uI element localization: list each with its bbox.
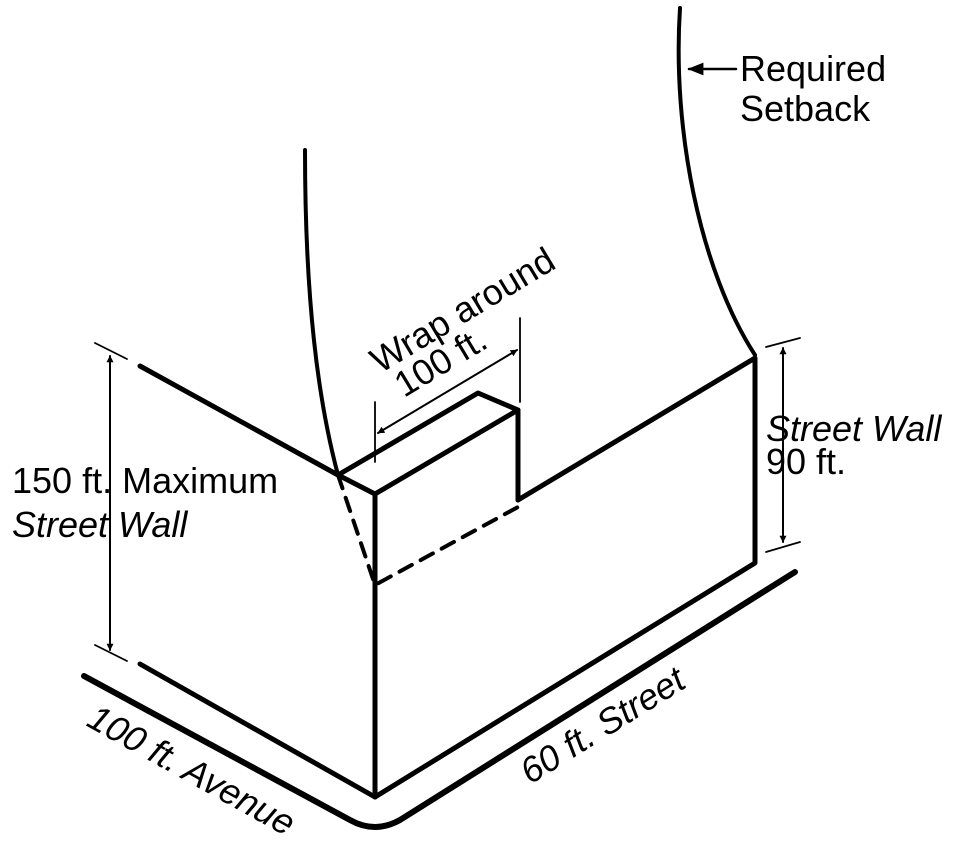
street-wall-right-height: 90 ft. xyxy=(766,441,846,482)
street-label: 60 ft. Street xyxy=(513,657,694,791)
avenue-wall-top xyxy=(137,363,341,478)
street-wall-body xyxy=(372,355,758,800)
max-street-wall-label-line1: 150 ft. Maximum xyxy=(12,460,278,501)
street-wall-right-label: Street Wall xyxy=(766,408,942,449)
max-street-wall-label-line2: Street Wall xyxy=(12,504,188,545)
required-setback-label-line1: Required xyxy=(740,48,886,89)
curb-line xyxy=(81,569,798,830)
setback-curve-right xyxy=(676,6,757,357)
wrap-around-block xyxy=(335,390,521,497)
left-extension-top xyxy=(94,342,128,360)
hidden-edges xyxy=(336,473,520,587)
avenue-label: 100 ft. Avenue xyxy=(81,696,302,841)
left-extension-bottom xyxy=(94,644,128,662)
avenue-wall-base xyxy=(137,661,378,800)
right-extension-top xyxy=(765,337,801,348)
right-extension-bottom xyxy=(765,541,801,553)
wrap-dimension-arrow xyxy=(377,349,518,434)
setback-curve-left xyxy=(303,148,340,477)
required-setback-label-line2: Setback xyxy=(740,88,871,129)
